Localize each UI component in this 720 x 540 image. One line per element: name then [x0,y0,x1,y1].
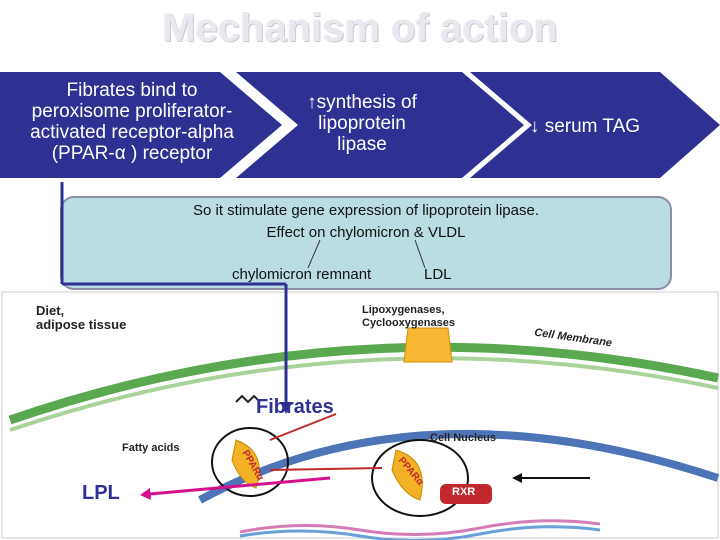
cox-protein [403,327,453,363]
process-chevrons [0,72,720,178]
dna-strand [239,519,601,537]
drug-label: Fibrates [256,396,334,418]
slide-title: Mechanism of action [162,6,558,50]
lipox-label: Lipoxygenases, Cyclooxygenases [362,304,455,329]
ppar-circle-nucleus [371,439,469,517]
cell-membrane [8,342,719,425]
step-1-text: Fibrates bind to peroxisome proliferator… [30,80,234,164]
effect-line-2: Effect on chylomicron & VLDL [266,224,466,241]
target-chylomicron: chylomicron remnant [232,266,372,283]
chevron-step-2 [236,72,524,178]
chevron-step-3 [470,72,720,178]
nucleus-membrane [198,429,720,504]
fatty-acid-molecule [235,394,261,404]
step-2-text: ↑synthesis of lipoprotein lipase [307,92,417,155]
lpl-arrow [149,476,331,496]
chevron-step-1 [0,72,282,178]
diet-label: Diet, adipose tissue [36,303,127,332]
ppar-circle-cytoplasm [211,427,289,497]
effect-box: So it stimulate gene expression of lipop… [60,196,672,290]
target-ldl: LDL [424,266,452,283]
lpl-label: LPL [82,482,120,504]
ligand-arrow [269,413,337,441]
rxr-block [440,484,492,504]
fatty-acids-label: Fatty acids [122,442,180,454]
step-3-text: ↓ serum TAG [529,116,641,137]
nucleus-label: Cell Nucleus [430,432,497,444]
figure-panel [1,291,719,539]
rxr-label: RXR [452,486,476,498]
effect-line-1: So it stimulate gene expression of lipop… [192,202,540,219]
